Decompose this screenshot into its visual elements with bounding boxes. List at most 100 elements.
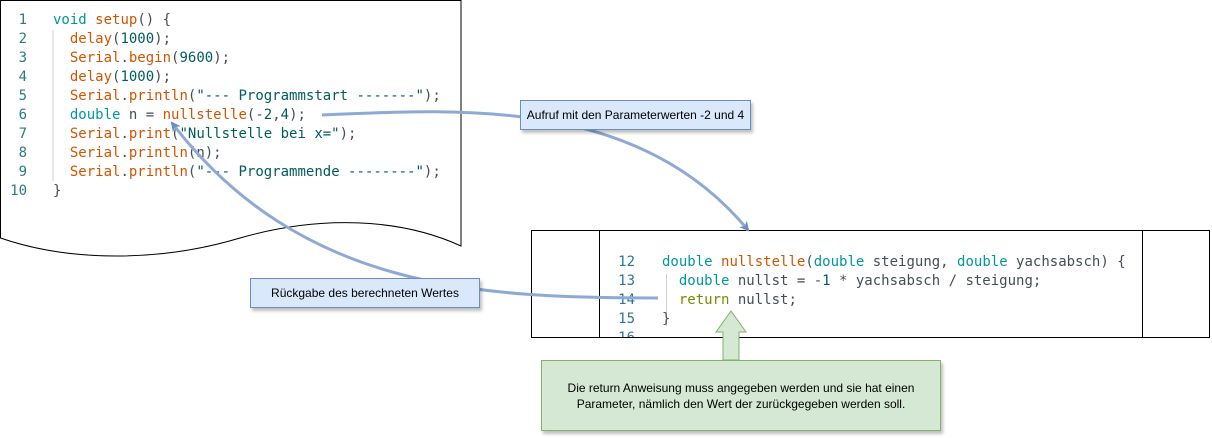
- code-token: (: [187, 88, 197, 104]
- code-token: (: [112, 31, 121, 47]
- code-token: [662, 273, 679, 289]
- line-number: 12: [618, 254, 635, 270]
- code-token: n =: [120, 107, 163, 123]
- code-token: .: [120, 50, 129, 66]
- code-token: (: [171, 50, 180, 66]
- code-token: Serial: [69, 88, 121, 104]
- line-number: 9: [18, 164, 27, 180]
- code-text: double n = nullstelle(-2,4);: [53, 106, 306, 125]
- code-text: delay(1000);: [53, 68, 171, 87]
- code-token: print: [128, 126, 172, 142]
- code-token: () {: [137, 12, 172, 28]
- code-token: 1000: [120, 69, 155, 85]
- code-line: 16: [532, 329, 1209, 338]
- code-token: [53, 164, 70, 180]
- code-token: [713, 254, 721, 270]
- code-token: Serial: [69, 145, 121, 161]
- code-line: 15}: [532, 310, 1209, 329]
- code-token: setup: [95, 12, 138, 28]
- code-token: begin: [128, 50, 172, 66]
- return-value-note-text: Rückgabe des berechneten Wertes: [271, 286, 459, 300]
- code-text: }: [53, 182, 61, 201]
- code-token: delay: [69, 69, 113, 85]
- code-token: "Nullstelle bei x=": [179, 126, 340, 142]
- code-token: Serial: [69, 164, 121, 180]
- line-number: 5: [18, 88, 27, 104]
- code-token: delay: [69, 31, 113, 47]
- code-token: );: [154, 69, 172, 85]
- line-number: 13: [618, 273, 635, 289]
- code-token: nullst;: [729, 292, 797, 308]
- code-token: [87, 12, 95, 28]
- line-number: 2: [18, 31, 27, 47]
- code-token: double: [678, 273, 730, 289]
- code-token: .: [120, 126, 129, 142]
- code-text: void setup() {: [53, 11, 171, 30]
- line-number: 6: [18, 107, 27, 123]
- code-token: (: [805, 254, 814, 270]
- code-token: (-: [246, 107, 264, 123]
- code-token: println: [128, 88, 188, 104]
- code-line: 8 Serial.println(n);: [0, 144, 700, 163]
- code-token: .: [120, 145, 129, 161]
- line-number: 1: [18, 12, 27, 28]
- code-text: Serial.println(n);: [53, 144, 222, 163]
- line-number: 7: [18, 126, 27, 142]
- return-statement-note-text: Die return Anweisung muss angegeben werd…: [567, 380, 915, 411]
- code-token: Serial: [69, 50, 121, 66]
- code-line: 5 Serial.println("--- Programmstart ----…: [0, 87, 700, 106]
- code-token: );: [289, 107, 306, 123]
- code-token: [662, 292, 679, 308]
- indent-guide: [666, 274, 667, 326]
- return-value-note: Rückgabe des berechneten Wertes: [250, 278, 480, 308]
- code-token: void: [53, 12, 87, 28]
- code-text: Serial.println("--- Programmende -------…: [53, 163, 441, 182]
- code-token: }: [53, 183, 62, 199]
- code-token: [53, 50, 70, 66]
- code-token: [53, 31, 70, 47]
- code-token: }: [662, 311, 671, 327]
- code-line: 1 void setup() {: [0, 11, 700, 30]
- code-token: double: [957, 254, 1008, 270]
- call-note-text: Aufruf mit den Parameterwerten -2 und 4: [526, 108, 745, 122]
- code-line: 9 Serial.println("--- Programmende -----…: [0, 163, 700, 182]
- code-token: double: [662, 254, 713, 270]
- line-number: 16: [618, 330, 635, 338]
- line-number: 8: [18, 145, 27, 161]
- code-text: double nullstelle(double steigung, doubl…: [662, 253, 1126, 272]
- code-token: 1000: [120, 31, 155, 47]
- code-token: );: [339, 126, 357, 142]
- code-box-divider-right: [1142, 231, 1143, 337]
- code-line: 13 double nullst = -1 * yachsabsch / ste…: [532, 272, 1209, 291]
- code-token: );: [423, 88, 441, 104]
- code-line: 6 double n = nullstelle(-2,4);: [0, 106, 700, 125]
- code-token: return: [678, 292, 730, 308]
- code-token: 1: [822, 273, 831, 289]
- code-token: [53, 145, 70, 161]
- code-token: (n);: [187, 145, 222, 161]
- code-text: }: [662, 310, 670, 329]
- code-token: nullstelle: [162, 107, 247, 123]
- code-token: * yachsabsch / steigung;: [830, 273, 1042, 289]
- code-token: [53, 126, 70, 142]
- code-token: nullstelle: [721, 254, 806, 270]
- code-token: .: [120, 164, 129, 180]
- code-token: 2: [263, 107, 273, 123]
- code-text: Serial.print("Nullstelle bei x=");: [53, 125, 357, 144]
- code-token: double: [813, 254, 865, 270]
- code-token: 4: [280, 107, 290, 123]
- line-number: 4: [18, 69, 27, 85]
- code-token: ,: [272, 107, 281, 123]
- line-number: 15: [618, 311, 635, 327]
- code-token: double: [69, 107, 121, 123]
- code-token: steigung,: [864, 254, 958, 270]
- code-text: Serial.begin(9600);: [53, 49, 230, 68]
- code-text: delay(1000);: [53, 30, 171, 49]
- code-line: 3 Serial.begin(9600);: [0, 49, 700, 68]
- code-text: Serial.println("--- Programmstart ------…: [53, 87, 441, 106]
- code-line: 14 return nullst;: [532, 291, 1209, 310]
- call-note: Aufruf mit den Parameterwerten -2 und 4: [520, 100, 751, 130]
- line-number: 10: [10, 183, 27, 199]
